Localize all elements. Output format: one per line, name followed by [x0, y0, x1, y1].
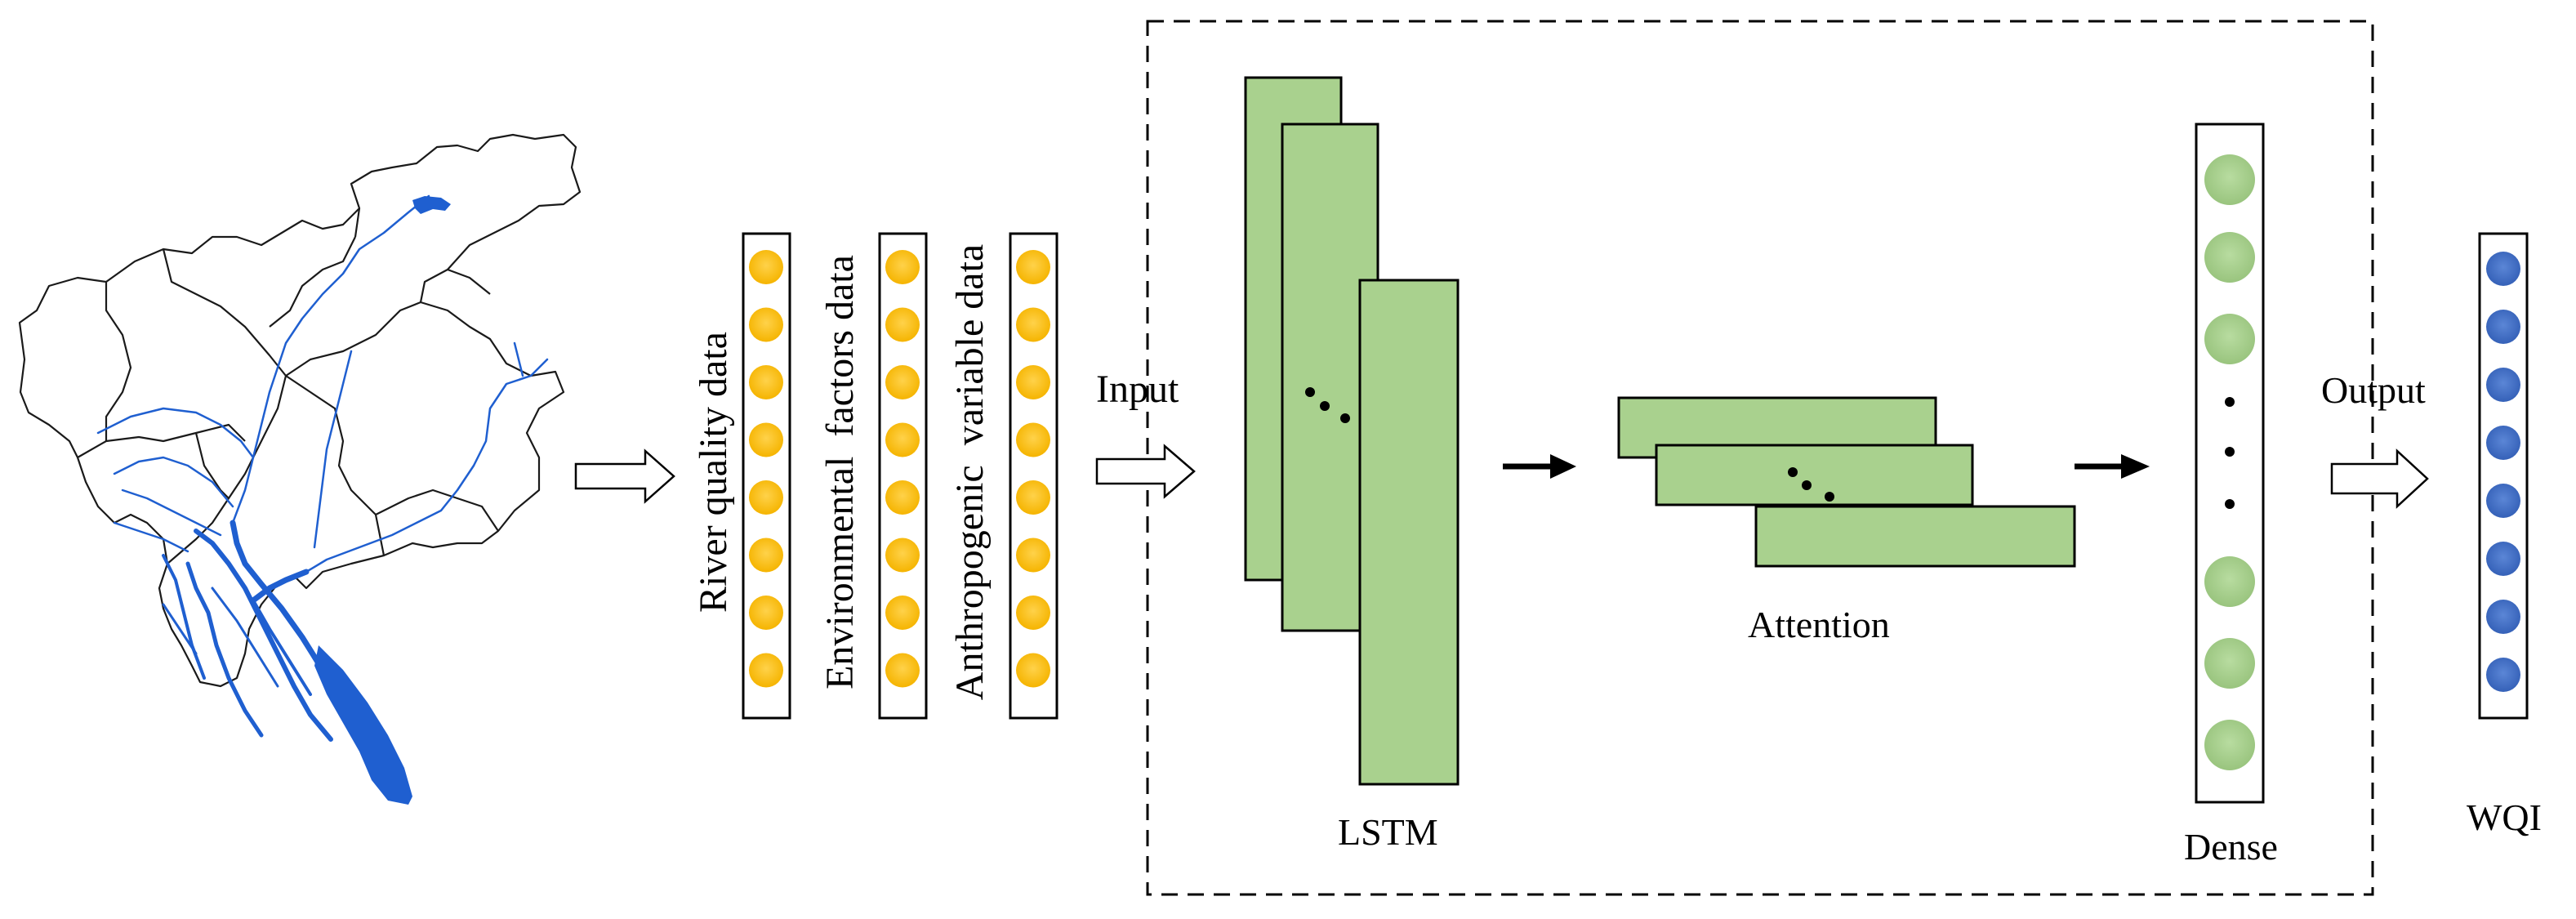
- wqi-node: [2486, 368, 2520, 402]
- model-dashed-frame: [1146, 20, 2374, 896]
- attention-layer-3: [1754, 505, 2076, 568]
- environmental-node: [885, 365, 920, 399]
- dense-node: [2204, 556, 2255, 607]
- dense-label: Dense: [2184, 826, 2278, 868]
- environmental-node: [885, 422, 920, 457]
- attention-label: Attention: [1748, 604, 1890, 645]
- lstm-layer-3: [1358, 279, 1460, 786]
- dense-node: [2204, 638, 2255, 689]
- label-river-quality: River quality data: [692, 332, 735, 613]
- dense-ellipsis-dot: [2225, 397, 2235, 407]
- anthropogenic-node: [1016, 422, 1050, 457]
- dense-node: [2204, 232, 2255, 283]
- attention-layer-2: [1655, 444, 1974, 506]
- output-label: Output: [2321, 369, 2426, 411]
- environmental-node: [885, 307, 920, 342]
- dense-node: [2204, 314, 2255, 364]
- dense-layer: [2195, 123, 2265, 804]
- anthropogenic-node: [1016, 307, 1050, 342]
- dense-ellipsis-dot: [2225, 499, 2235, 509]
- environmental-node: [885, 480, 920, 515]
- river-quality-node: [749, 596, 783, 630]
- anthropogenic-node: [1016, 538, 1050, 573]
- output-column: [2478, 232, 2529, 720]
- wqi-node: [2486, 426, 2520, 460]
- river-quality-node: [749, 653, 783, 688]
- input-column-anthropogenic: [1009, 232, 1058, 720]
- input-column-river-quality: [742, 232, 791, 720]
- anthropogenic-node: [1016, 596, 1050, 630]
- wqi-label: WQI: [2467, 796, 2542, 838]
- river-quality-node: [749, 422, 783, 457]
- wqi-node: [2486, 310, 2520, 344]
- anthropogenic-node: [1016, 365, 1050, 399]
- input-arrow: [1095, 444, 1196, 499]
- river-quality-node: [749, 538, 783, 573]
- dense-column: [2195, 123, 2265, 804]
- attention-ellipsis-dot: [1825, 492, 1834, 502]
- anthropogenic-node: [1016, 653, 1050, 688]
- river-basin-map: [18, 133, 582, 805]
- dense-node: [2204, 154, 2255, 205]
- river-quality-node: [749, 365, 783, 399]
- anthropogenic-node: [1016, 250, 1050, 284]
- river-quality-node: [749, 307, 783, 342]
- wqi-node: [2486, 484, 2520, 518]
- output-layer: [2478, 232, 2529, 720]
- environmental-node: [885, 250, 920, 284]
- anthropogenic-node: [1016, 480, 1050, 515]
- environmental-node: [885, 538, 920, 573]
- wqi-node: [2486, 658, 2520, 692]
- lstm-to-attention-arrow: [1503, 454, 1576, 479]
- attention-to-dense-arrow: [2075, 454, 2150, 479]
- attention-ellipsis-dot: [1802, 480, 1812, 490]
- river-network: [96, 194, 549, 805]
- lstm-ellipsis-dot: [1320, 401, 1330, 411]
- environmental-node: [885, 653, 920, 688]
- river-quality-node: [749, 480, 783, 515]
- wqi-node: [2486, 600, 2520, 634]
- wqi-node: [2486, 252, 2520, 286]
- attention-block: [1617, 396, 2076, 568]
- output-arrow: [2330, 448, 2429, 509]
- wqi-node: [2486, 542, 2520, 576]
- input-label: Input: [1096, 368, 1179, 411]
- label-environmental-factors: Environmental factors data: [818, 255, 862, 689]
- input-column-environmental: [878, 232, 928, 720]
- basin-boundaries: [18, 133, 582, 688]
- lstm-ellipsis-dot: [1305, 387, 1315, 397]
- dense-node: [2204, 720, 2255, 770]
- environmental-node: [885, 596, 920, 630]
- river-quality-node: [749, 250, 783, 284]
- map-to-input-arrow: [574, 448, 675, 504]
- lstm-ellipsis-dot: [1340, 413, 1350, 423]
- attention-ellipsis-dot: [1788, 467, 1798, 477]
- input-feature-columns: [742, 232, 1058, 720]
- label-anthropogenic-variables: Anthropogenic variable data: [948, 244, 992, 700]
- dense-ellipsis-dot: [2225, 447, 2235, 457]
- lstm-block: [1244, 76, 1460, 786]
- lstm-label: LSTM: [1338, 811, 1438, 853]
